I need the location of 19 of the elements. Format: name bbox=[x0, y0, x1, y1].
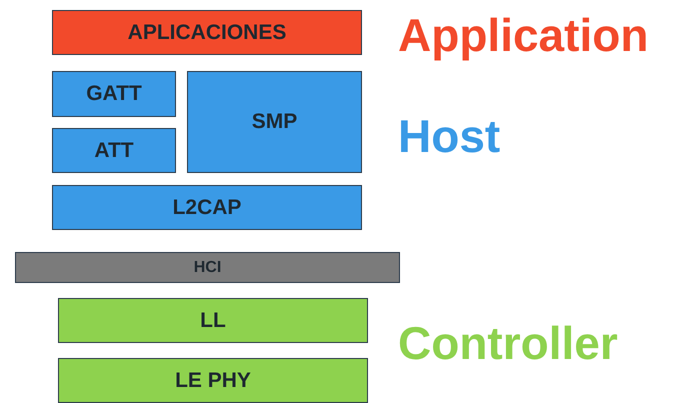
layer-box bbox=[52, 128, 176, 173]
layer-box bbox=[58, 358, 368, 403]
layer-box bbox=[52, 185, 362, 230]
layer-name: APLICACIONES bbox=[128, 20, 286, 44]
layer-name: LL bbox=[200, 308, 226, 332]
layer-box bbox=[52, 10, 362, 55]
layer-name: L2CAP bbox=[172, 196, 242, 220]
layer-name: LE PHY bbox=[175, 368, 251, 392]
layer-box bbox=[187, 71, 362, 173]
layer-box bbox=[58, 298, 368, 343]
layer-box bbox=[52, 71, 176, 117]
layer-name: GATT bbox=[86, 82, 142, 106]
layer-name: HCI bbox=[194, 258, 222, 276]
layer-name: ATT bbox=[94, 138, 134, 162]
layer-name: SMP bbox=[252, 110, 298, 134]
layer-bar bbox=[15, 252, 400, 283]
layer-group-title: Controller bbox=[398, 320, 618, 366]
layer-group-title: Application bbox=[398, 12, 648, 58]
layer-group-title: Host bbox=[398, 113, 500, 159]
